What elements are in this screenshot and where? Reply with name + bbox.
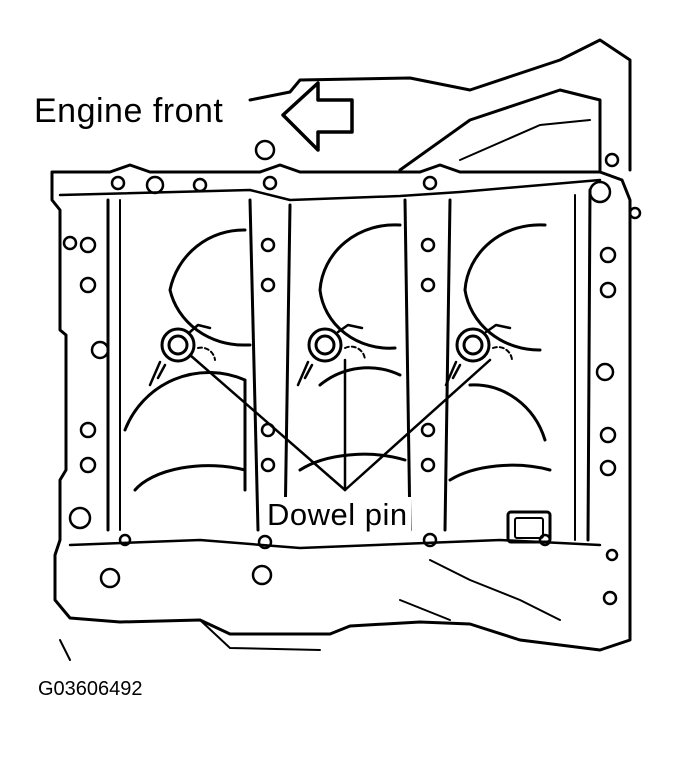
web-2b xyxy=(283,203,292,532)
dowel-pin-2 xyxy=(296,323,366,387)
block-upper-rib-2 xyxy=(459,119,591,161)
bore-upper-2 xyxy=(318,223,402,350)
callout-leaders xyxy=(188,353,492,492)
bore-upper-3 xyxy=(463,223,547,352)
left-arrow-icon xyxy=(281,81,354,152)
bore-lower-1 xyxy=(123,370,247,492)
block-upper-rib xyxy=(398,88,602,172)
bolt-holes xyxy=(62,139,642,606)
bore-lower-2 xyxy=(298,366,407,472)
oil-port xyxy=(506,510,552,544)
block-upper-outline xyxy=(248,38,632,172)
web-2 xyxy=(248,198,260,532)
lower-housing xyxy=(399,559,561,621)
dowel-pin-label: Dowel pin xyxy=(264,497,411,533)
web-3 xyxy=(403,198,412,532)
lower-ribs xyxy=(59,619,321,661)
engine-front-label: Engine front xyxy=(34,92,224,130)
bore-upper-1 xyxy=(168,228,252,347)
bedplate-outline xyxy=(50,163,632,652)
oil-port-inner xyxy=(514,517,544,539)
web-4 xyxy=(586,188,592,542)
top-rail xyxy=(58,178,602,202)
dowel-pin-1 xyxy=(148,323,216,387)
figure-code: G03606492 xyxy=(38,678,143,700)
bore-lower-3 xyxy=(448,383,552,482)
dowel-pin-3 xyxy=(444,323,513,387)
web-3b xyxy=(443,198,452,532)
